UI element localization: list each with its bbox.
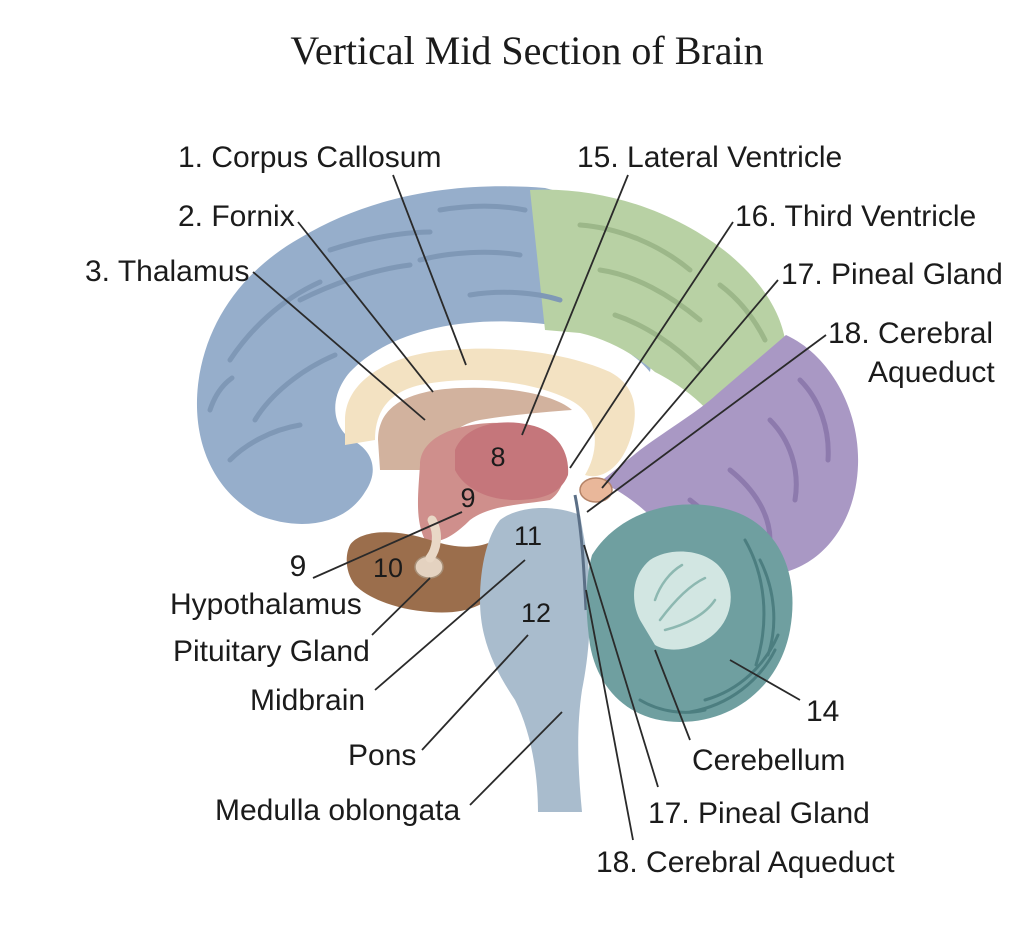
label-pineal-gland: 17. Pineal Gland [781,258,1003,291]
label-cerebral-aqueduct-line2: Aqueduct [868,356,995,389]
label-pineal-gland-lower: 17. Pineal Gland [648,797,870,830]
label-third-ventricle: 16. Third Ventricle [735,200,976,233]
cerebral-aqueduct-channel [573,494,588,611]
label-corpus-callosum: 1. Corpus Callosum [178,141,441,174]
region-markers: 8 9 10 11 12 [373,442,551,628]
label-fornix: 2. Fornix [178,200,295,233]
marker-11: 11 [514,521,542,551]
label-midbrain: Midbrain [250,684,365,717]
diagram-title: Vertical Mid Section of Brain [290,28,763,73]
marker-8: 8 [490,442,505,472]
leader-lines [252,174,827,841]
label-medulla-oblongata: Medulla oblongata [215,794,461,827]
third-ventricle-region [455,422,569,500]
cerebellum [586,504,793,722]
gyri-texture [207,203,831,558]
label-cerebellum: Cerebellum [692,744,845,777]
label-hypothalamus-number: 9 [290,550,307,583]
arbor-vitae [634,551,731,650]
label-14: 14 [806,695,839,728]
marker-9: 9 [460,483,475,513]
marker-10: 10 [373,553,403,583]
label-pituitary-gland: Pituitary Gland [173,635,370,668]
label-pons: Pons [348,739,416,772]
label-thalamus: 3. Thalamus [85,255,250,288]
label-hypothalamus: Hypothalamus [170,588,362,621]
brainstem-region [480,508,590,812]
marker-12: 12 [521,598,551,628]
labels: 1. Corpus Callosum 2. Fornix 3. Thalamus… [85,141,1003,879]
label-cerebral-aqueduct-lower: 18. Cerebral Aqueduct [596,846,895,879]
label-cerebral-aqueduct-line1: 18. Cerebral [828,317,993,350]
cerebrum [196,186,859,613]
pineal-gland-shape [579,477,613,503]
corpus-callosum-region [345,348,635,477]
label-lateral-ventricle: 15. Lateral Ventricle [577,141,842,174]
parietal-lobe-region [530,189,786,420]
